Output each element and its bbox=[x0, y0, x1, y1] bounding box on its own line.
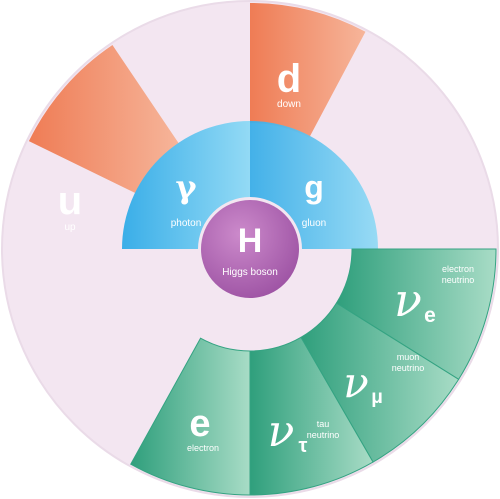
lepton-name-2-1: neutrino bbox=[307, 430, 340, 440]
higgs-name: Higgs boson bbox=[222, 267, 278, 278]
lepton-name-0-1: neutrino bbox=[442, 275, 475, 285]
lepton-subscript-2: τ bbox=[299, 435, 308, 457]
up-name: up bbox=[64, 222, 76, 233]
boson-segment-gluon bbox=[250, 121, 378, 249]
photon-symbol: γ bbox=[175, 168, 197, 206]
down-name: down bbox=[277, 99, 301, 110]
down-symbol: d bbox=[277, 57, 301, 101]
gluon-symbol: g bbox=[304, 169, 324, 205]
lepton-name-1-0: muon bbox=[397, 352, 420, 362]
up-symbol: u bbox=[58, 179, 82, 223]
lepton-symbol-2: ν bbox=[268, 406, 295, 457]
photon-name: photon bbox=[171, 218, 202, 229]
gluon-name: gluon bbox=[302, 218, 326, 229]
quark-segment-up bbox=[28, 45, 180, 194]
lepton-symbol-3: e bbox=[189, 403, 210, 445]
lepton-subscript-0: e bbox=[424, 304, 436, 327]
higgs-circle bbox=[201, 200, 299, 298]
quark-segment-down bbox=[250, 3, 366, 138]
boson-segment-photon bbox=[122, 121, 250, 249]
lepton-segment-electron bbox=[130, 337, 251, 496]
lepton-name-0-0: electron bbox=[442, 264, 474, 274]
lepton-name-1-1: neutrino bbox=[392, 363, 425, 373]
lepton-name-3-0: electron bbox=[187, 443, 219, 453]
higgs-symbol: H bbox=[238, 222, 263, 260]
lepton-name-2-0: tau bbox=[317, 419, 330, 429]
lepton-symbol-1: ν bbox=[343, 358, 369, 407]
lepton-subscript-1: μ bbox=[371, 387, 383, 408]
lepton-symbol-0: ν bbox=[394, 273, 422, 327]
